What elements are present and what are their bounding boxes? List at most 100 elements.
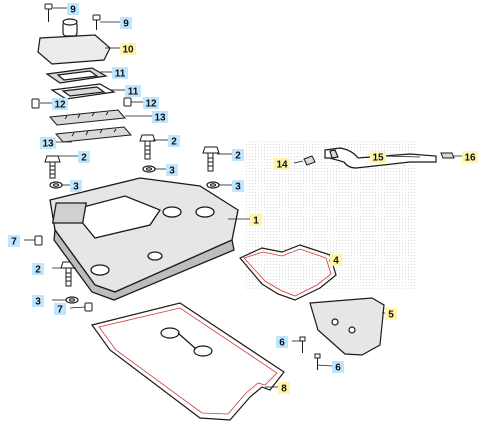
callout-number: 6 — [279, 338, 285, 349]
callout-number: 13 — [42, 139, 54, 150]
callout-number: 10 — [122, 45, 134, 56]
callout-6-screw: 6 — [276, 336, 288, 349]
callout-box — [168, 135, 180, 147]
reed-plate-13-upper — [48, 109, 127, 126]
callout-box — [276, 336, 288, 348]
callout-3-washer: 3 — [166, 164, 178, 177]
callout-box — [330, 254, 342, 266]
cylinder-head-cover-1 — [49, 177, 239, 301]
callout-2-bolt: 2 — [32, 263, 44, 276]
callout-box — [78, 151, 90, 163]
callout-box — [166, 164, 178, 176]
callout-box — [52, 98, 68, 110]
hose-clamp-16 — [440, 152, 455, 159]
callout-13-reed-plate: 13 — [152, 111, 168, 124]
grommet-12-left — [31, 98, 40, 109]
callout-9-bolt: 9 — [120, 17, 132, 30]
callout-box — [370, 151, 386, 163]
callout-box — [462, 151, 478, 163]
callout-12-grommet: 12 — [52, 98, 68, 111]
screw-6-a — [299, 336, 306, 353]
callout-number: 13 — [154, 113, 166, 124]
callout-number: 6 — [335, 363, 341, 374]
callout-number: 4 — [333, 256, 339, 267]
callout-4-gasket: 4 — [330, 254, 342, 267]
hose-clamp-14 — [303, 155, 316, 166]
head-cover-gasket-8 — [90, 302, 285, 421]
callout-2-bolt: 2 — [78, 151, 90, 164]
callout-number: 16 — [464, 153, 476, 164]
callout-number: 11 — [115, 69, 126, 80]
leader-lines — [24, 7, 462, 388]
washer-3-a — [49, 181, 63, 189]
gasket-11-upper — [45, 67, 108, 84]
callout-12-grommet: 12 — [143, 97, 159, 110]
callout-box — [120, 17, 132, 29]
washer-3-c — [206, 181, 220, 189]
callout-number: 3 — [35, 297, 41, 308]
callout-box — [274, 158, 290, 170]
bolt-2-a — [44, 155, 61, 179]
callout-number: 8 — [281, 384, 287, 395]
callout-3-washer: 3 — [232, 180, 244, 193]
callout-14-hose-clamp: 14 — [274, 158, 290, 171]
callout-box — [152, 111, 168, 123]
breather-cover-10 — [37, 18, 111, 65]
callout-number: 11 — [128, 87, 139, 98]
callout-box — [70, 180, 82, 192]
callout-2-bolt: 2 — [168, 135, 180, 148]
callout-number: 7 — [57, 305, 63, 316]
callout-number: 3 — [73, 182, 79, 193]
washer-3-b — [142, 165, 156, 173]
callout-box — [112, 67, 128, 79]
callout-number: 7 — [11, 237, 17, 248]
callout-box — [143, 97, 159, 109]
callout-16-hose-clamp: 16 — [462, 151, 478, 164]
bolt-9-left — [44, 3, 53, 22]
screw-6-b — [314, 353, 321, 370]
callout-number: 12 — [54, 100, 66, 111]
callout-7-grommet: 7 — [8, 235, 20, 248]
callout-10-breather-cover: 10 — [120, 43, 136, 56]
callout-9-bolt: 9 — [67, 3, 79, 16]
callout-box — [232, 180, 244, 192]
callout-2-bolt: 2 — [232, 149, 244, 162]
callout-box — [332, 361, 344, 373]
callout-13-reed-plate: 13 — [40, 137, 56, 150]
callout-box — [232, 149, 244, 161]
callout-box — [40, 137, 56, 149]
callout-7-grommet: 7 — [54, 303, 66, 316]
callout-15-breather-hose: 15 — [370, 151, 386, 164]
callout-6-screw: 6 — [332, 361, 344, 374]
callout-box — [67, 3, 79, 15]
reed-plate-13-lower — [54, 126, 133, 143]
callout-box — [125, 85, 141, 97]
callout-number: 2 — [235, 151, 241, 162]
callout-3-washer: 3 — [32, 295, 44, 308]
callout-number: 9 — [123, 19, 129, 30]
cover-plate-5 — [309, 297, 385, 356]
callout-1-cylinder-head-cover: 1 — [250, 214, 262, 227]
callout-box — [32, 263, 44, 275]
gasket-11-lower — [50, 83, 116, 100]
callout-number: 12 — [145, 99, 157, 110]
bolt-9-right — [92, 14, 101, 30]
callout-box — [120, 43, 136, 55]
gasket-4 — [239, 244, 337, 301]
callout-5-cover-plate: 5 — [385, 308, 397, 321]
callout-number: 2 — [81, 153, 87, 164]
callout-number: 5 — [388, 310, 394, 321]
bolt-2-b — [139, 134, 156, 160]
callout-number: 15 — [372, 153, 384, 164]
callout-number: 2 — [171, 137, 177, 148]
callout-number: 2 — [35, 265, 41, 276]
callout-box — [278, 382, 290, 394]
grommet-7-b — [84, 302, 93, 312]
callout-box — [8, 235, 20, 247]
callout-11-gasket: 11 — [112, 67, 128, 80]
callout-number: 14 — [276, 160, 288, 171]
callout-number: 1 — [253, 216, 259, 227]
callout-box — [32, 295, 44, 307]
bolt-2-c — [202, 146, 220, 172]
